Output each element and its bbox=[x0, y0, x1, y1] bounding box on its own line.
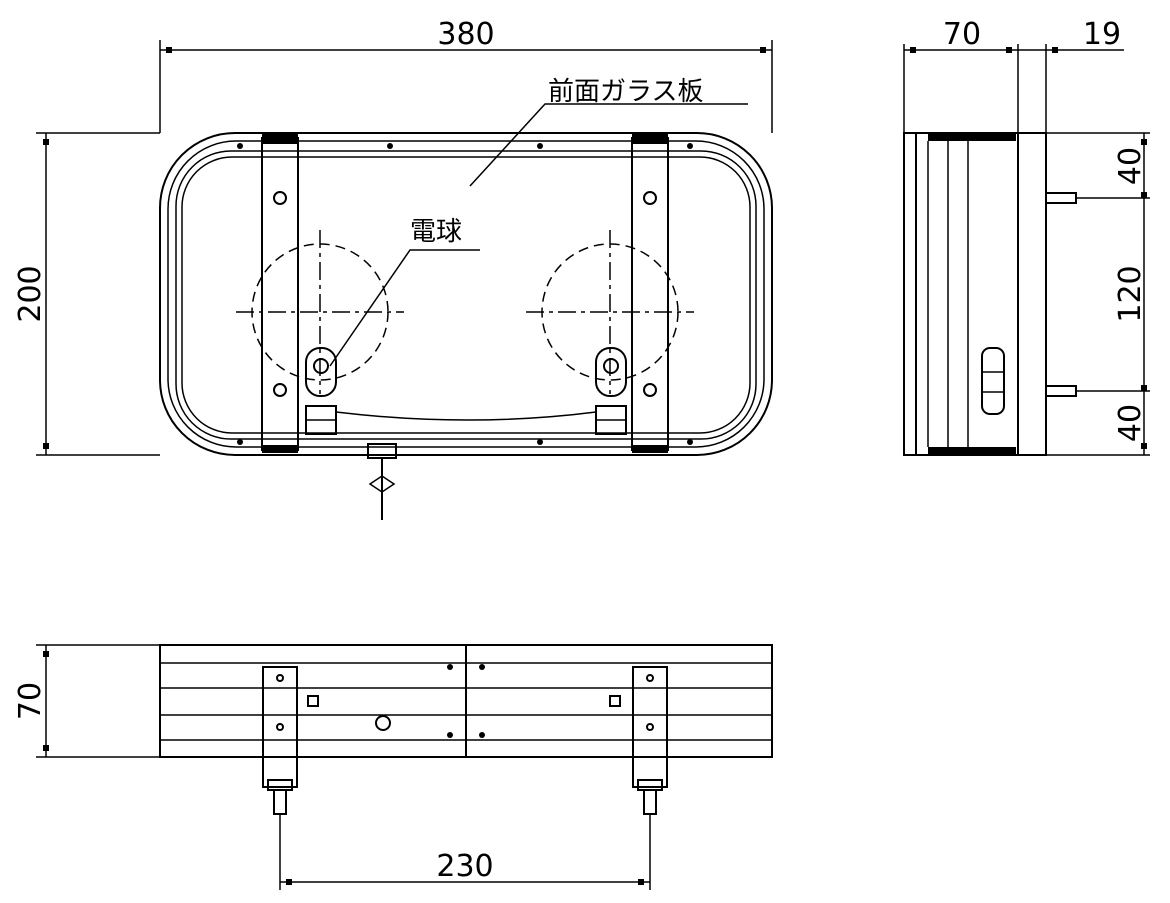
dim-side-bottom: 40 bbox=[1113, 404, 1148, 442]
dim-side-mid: 120 bbox=[1113, 265, 1148, 322]
label-front-glass: 前面ガラス板 bbox=[548, 77, 703, 107]
dim-bottom-spacing: 230 bbox=[436, 849, 493, 884]
bottom-view: 70 230 bbox=[13, 644, 773, 890]
dim-side-depth: 70 bbox=[943, 17, 981, 52]
dim-bottom-height: 70 bbox=[13, 682, 48, 720]
front-view: 前面ガラス板 電球 380 200 bbox=[13, 17, 773, 520]
dim-front-height: 200 bbox=[13, 265, 48, 322]
dim-side-top: 40 bbox=[1113, 147, 1148, 185]
dim-front-width: 380 bbox=[437, 17, 494, 52]
label-bulb: 電球 bbox=[410, 217, 462, 247]
side-view: 70 19 40 120 40 bbox=[903, 17, 1150, 456]
dim-side-back: 19 bbox=[1083, 17, 1121, 52]
